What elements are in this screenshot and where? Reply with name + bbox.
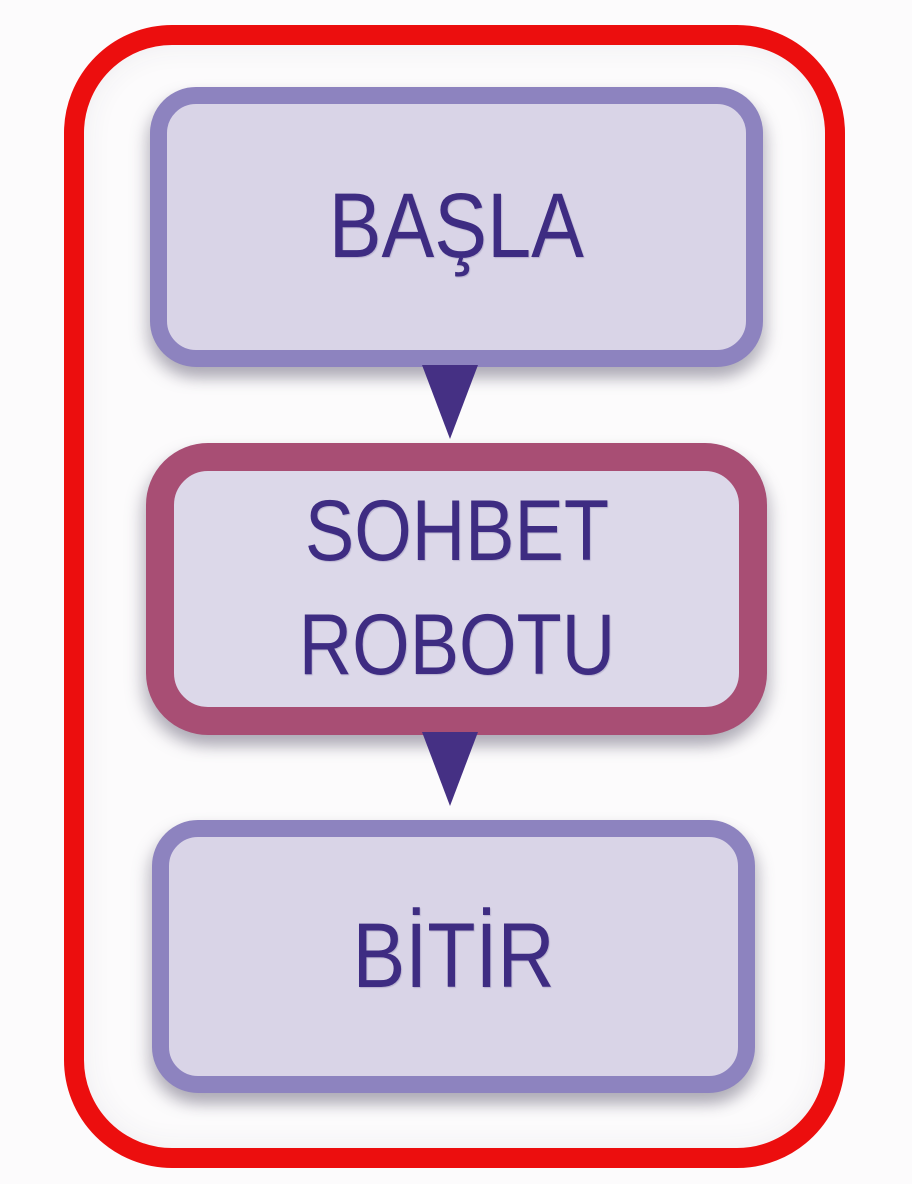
node-start: BAŞLA [150,87,763,367]
diagram-outer-frame [64,25,845,1168]
node-process-label: SOHBET ROBOTU [298,483,615,693]
arrow-down-icon [422,732,478,806]
node-end: BİTİR [152,820,755,1093]
node-end-label: BİTİR [352,904,555,1007]
arrow-down-icon [422,365,478,439]
node-process: SOHBET ROBOTU [146,443,767,735]
node-start-label: BAŞLA [328,175,585,278]
